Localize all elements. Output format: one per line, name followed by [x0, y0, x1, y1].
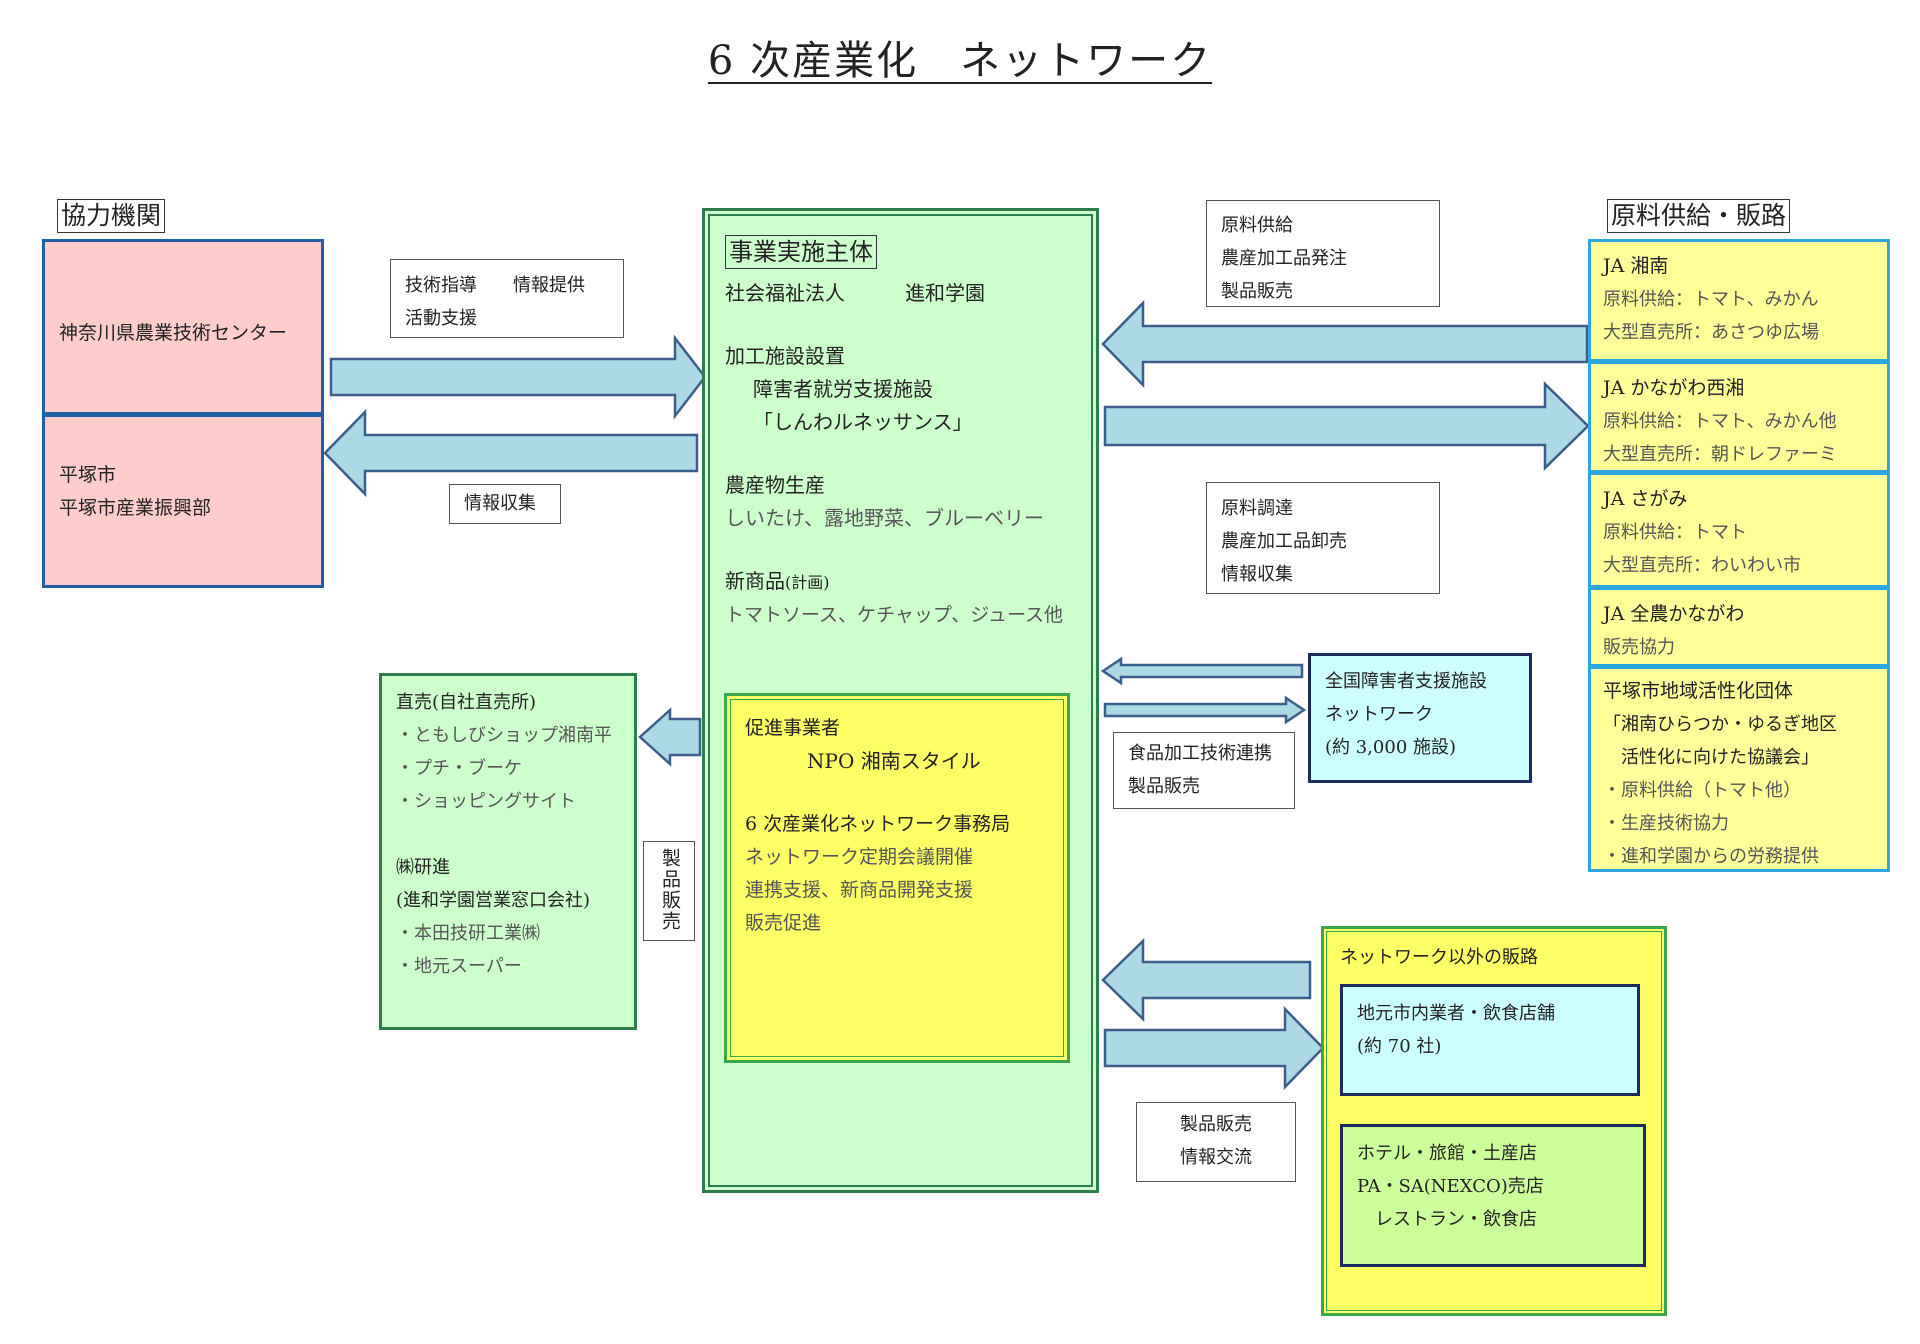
label-supply-top: 原料供給 農産加工品発注 製品販売	[1206, 200, 1440, 307]
hotel-line-3: レストラン・飲食店	[1357, 1209, 1537, 1230]
hiratsuka-revitalization-group: 平塚市地域活性化団体 「湘南ひらつか・ゆるぎ地区 活性化に向けた協議会」 ・原料…	[1588, 666, 1890, 872]
local-business-box: 地元市内業者・飲食店舗 (約 70 社)	[1340, 984, 1640, 1096]
outside-title: ネットワーク以外の販路	[1340, 947, 1538, 968]
label-food-tech: 食品加工技術連携 製品販売	[1113, 732, 1295, 809]
direct-company: ㈱研進	[396, 857, 450, 878]
label-supply-mid-line-2: 農産加工品卸売	[1221, 531, 1347, 552]
national-network-box: 全国障害者支援施設 ネットワーク (約 3,000 施設)	[1308, 653, 1532, 783]
direct-title: 直売(自社直売所)	[396, 692, 537, 713]
arrow-main-to-national	[1103, 695, 1307, 725]
main-entity-header: 事業実施主体	[725, 235, 877, 269]
label-supply-top-line-1: 原料供給	[1221, 215, 1293, 236]
local-line-2: (約 70 社)	[1357, 1036, 1442, 1057]
header-cooperation: 協力機関	[57, 199, 166, 233]
org-kanagawa-agri-center: 神奈川県農業技術センター	[42, 239, 324, 415]
national-line-3: (約 3,000 施設)	[1325, 737, 1457, 758]
direct-client-1: ・本田技研工業㈱	[396, 923, 540, 944]
label-tech-support-line-1: 技術指導 情報提供	[405, 275, 585, 296]
ja-zennoh-line-1: 販売協力	[1603, 637, 1675, 658]
org-hiratsuka: 平塚市 平塚市産業振興部	[42, 414, 324, 588]
org-hiratsuka-line-2: 平塚市産業振興部	[59, 497, 212, 519]
label-supply-mid-line-1: 原料調達	[1221, 498, 1293, 519]
direct-shop-1: ・ともしびショップ湘南平	[396, 725, 612, 746]
label-info-collect: 情報収集	[449, 484, 561, 524]
main-new-note: (計画)	[785, 573, 830, 592]
promoter-office: 6 次産業化ネットワーク事務局	[745, 813, 1011, 835]
ja-sagami: JA さがみ 原料供給：トマト 大型直売所：わいわい市	[1588, 472, 1890, 588]
direct-shop-3: ・ショッピングサイト	[396, 791, 576, 812]
label-tech-support-line-2: 活動支援	[405, 308, 477, 329]
promoter-box: 促進事業者 NPO 湘南スタイル 6 次産業化ネットワーク事務局 ネットワーク定…	[724, 693, 1070, 1063]
label-supply-mid: 原料調達 農産加工品卸売 情報収集	[1206, 482, 1440, 594]
revitalization-line-2: 活性化に向けた協議会」	[1603, 747, 1819, 768]
arrow-main-to-outside	[1103, 1005, 1325, 1091]
header-supply: 原料供給・販路	[1607, 199, 1791, 233]
label-food-tech-line-1: 食品加工技術連携	[1128, 743, 1272, 764]
ja-shonan: JA 湘南 原料供給：トマト、みかん 大型直売所：あさつゆ広場	[1588, 239, 1890, 362]
arrow-national-to-main	[1100, 656, 1304, 686]
ja-zennoh-name: JA 全農かながわ	[1603, 603, 1745, 625]
hotel-line-1: ホテル・旅館・土産店	[1357, 1143, 1537, 1164]
ja-kanagawa-seisho: JA かながわ西湘 原料供給：トマト、みかん他 大型直売所：朝ドレファーミ	[1588, 361, 1890, 473]
promoter-line-2: 連携支援、新商品開発支援	[745, 879, 974, 901]
direct-company-sub: (進和学園営業窓口会社)	[396, 890, 591, 911]
label-info-collect-text: 情報収集	[464, 493, 536, 514]
page-title: 6 次産業化 ネットワーク	[707, 38, 1213, 84]
promoter-title: 促進事業者	[745, 717, 841, 739]
ja-kanagawa-seisho-line-1: 原料供給：トマト、みかん他	[1603, 411, 1837, 432]
ja-kanagawa-seisho-name: JA かながわ西湘	[1603, 377, 1745, 399]
direct-sales-box: 直売(自社直売所) ・ともしびショップ湘南平 ・プチ・ブーケ ・ショッピングサイ…	[379, 673, 637, 1030]
national-line-1: 全国障害者支援施設	[1325, 671, 1487, 692]
label-supply-mid-line-3: 情報収集	[1221, 564, 1293, 585]
hotel-line-2: PA・SA(NEXCO)売店	[1357, 1176, 1544, 1197]
org-hiratsuka-line-1: 平塚市	[59, 464, 117, 486]
promoter-line-1: ネットワーク定期会議開催	[745, 846, 974, 868]
label-sales-exchange-line-2: 情報交流	[1180, 1147, 1252, 1168]
label-tech-support: 技術指導 情報提供 活動支援	[390, 259, 624, 338]
main-crops: しいたけ、露地野菜、ブルーベリー	[725, 506, 1044, 530]
promoter-name: NPO 湘南スタイル	[807, 749, 981, 773]
arrow-outside-to-main	[1101, 938, 1312, 1022]
ja-shonan-name: JA 湘南	[1603, 255, 1669, 277]
arrow-main-to-coop	[323, 408, 699, 498]
org-kanagawa-name: 神奈川県農業技術センター	[59, 322, 288, 344]
label-food-tech-line-2: 製品販売	[1128, 776, 1200, 797]
main-corp: 社会福祉法人 進和学園	[725, 281, 985, 305]
revitalization-line-1: 「湘南ひらつか・ゆるぎ地区	[1603, 714, 1837, 735]
direct-shop-2: ・プチ・ブーケ	[396, 758, 522, 779]
promoter-line-3: 販売促進	[745, 912, 822, 934]
main-facility-line-2: 「しんわルネッサンス」	[753, 410, 973, 434]
label-sales-exchange: 製品販売 情報交流	[1136, 1102, 1296, 1182]
revitalization-name: 平塚市地域活性化団体	[1603, 680, 1794, 702]
national-line-2: ネットワーク	[1325, 704, 1433, 725]
local-line-1: 地元市内業者・飲食店舗	[1357, 1003, 1555, 1024]
arrow-main-to-ja	[1103, 381, 1590, 471]
ja-shonan-line-2: 大型直売所：あさつゆ広場	[1603, 322, 1819, 343]
revitalization-line-3: ・原料供給（トマト他）	[1603, 780, 1801, 801]
revitalization-line-4: ・生産技術協力	[1603, 813, 1729, 834]
label-supply-top-line-2: 農産加工品発注	[1221, 248, 1347, 269]
label-product-sales-vertical: 製品販売	[643, 841, 695, 941]
main-new-title: 新商品	[725, 569, 785, 593]
arrow-coop-to-main	[329, 334, 707, 420]
hotel-shops-box: ホテル・旅館・土産店 PA・SA(NEXCO)売店 レストラン・飲食店	[1340, 1124, 1646, 1267]
main-crops-title: 農産物生産	[725, 473, 825, 497]
ja-zennoh-kanagawa: JA 全農かながわ 販売協力	[1588, 587, 1890, 667]
main-new-items: トマトソース、ケチャップ、ジュース他	[725, 604, 1064, 626]
arrow-ja-to-main	[1101, 299, 1589, 389]
ja-sagami-name: JA さがみ	[1603, 488, 1688, 510]
ja-kanagawa-seisho-line-2: 大型直売所：朝ドレファーミ	[1603, 444, 1837, 465]
ja-shonan-line-1: 原料供給：トマト、みかん	[1603, 289, 1819, 310]
direct-client-2: ・地元スーパー	[396, 956, 522, 977]
arrow-main-to-direct	[638, 707, 702, 767]
main-facility-line-1: 障害者就労支援施設	[753, 377, 933, 401]
ja-sagami-line-1: 原料供給：トマト	[1603, 522, 1747, 543]
ja-sagami-line-2: 大型直売所：わいわい市	[1603, 555, 1801, 576]
label-sales-exchange-line-1: 製品販売	[1180, 1114, 1252, 1135]
revitalization-line-5: ・進和学園からの労務提供	[1603, 846, 1819, 867]
label-supply-top-line-3: 製品販売	[1221, 281, 1293, 302]
main-facility-title: 加工施設設置	[725, 344, 845, 368]
